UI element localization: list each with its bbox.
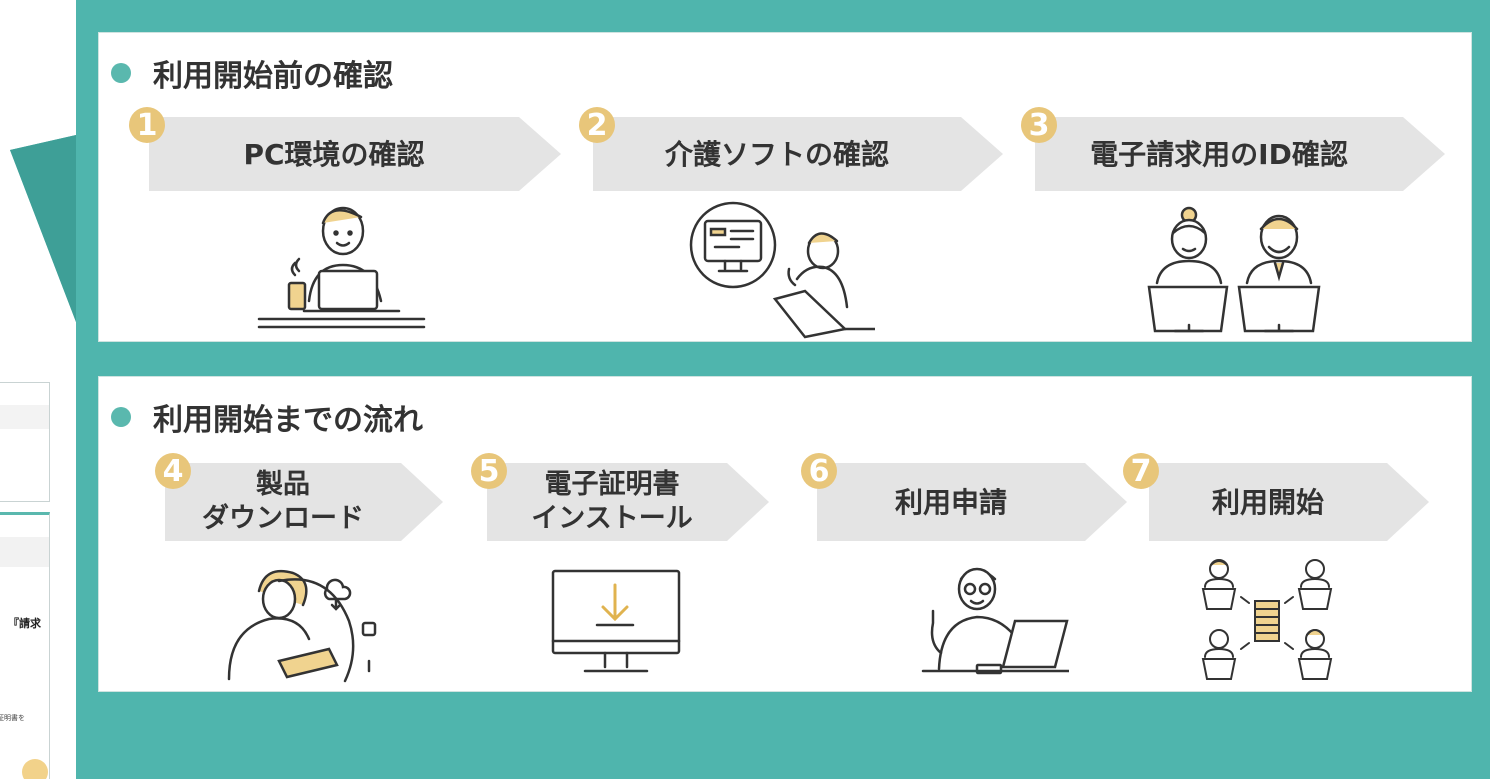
step-number-badge: 6 [801,453,837,489]
step-7: 利用開始 [1149,463,1429,541]
two-people-at-computers-icon [1147,206,1321,333]
background-text-fragment: 検証明書を [0,714,25,722]
background-card-bottom: 『請求 検証明書を [0,512,50,779]
step-number-badge: 2 [579,107,615,143]
step-number-badge: 1 [129,107,165,143]
person-laptop-monitor-icon [689,201,875,339]
step-label-line: インストール [531,503,693,534]
step-2: 介護ソフトの確認 [593,117,1003,191]
step-5: 電子証明書 インストール [487,463,769,541]
step-label: PC環境の確認 [243,137,425,171]
step-label-line: 電子証明書 [544,469,680,501]
bullet-dot-icon [111,407,131,427]
background-card-top [0,382,50,502]
step-1: PC環境の確認 [149,117,561,191]
background-card-bar [0,405,49,429]
step-label-line: 製品 [256,469,310,501]
step-label: 介護ソフトの確認 [664,137,889,171]
step-label: 製品 ダウンロード [165,463,401,541]
step-number-badge: 3 [1021,107,1057,143]
network-people-server-icon [1201,559,1333,680]
chevron-arrow-shape [149,117,561,191]
bullet-dot-icon [111,63,131,83]
step-label-line: ダウンロード [202,503,364,534]
background-card-bar [0,537,49,567]
person-laptop-coffee-icon [257,206,426,329]
section-title-text: 利用開始までの流れ [153,403,423,438]
chevron-arrow-shape [1035,117,1445,191]
section-title-text: 利用開始前の確認 [153,59,393,94]
section-title: 利用開始までの流れ [111,395,423,439]
chevron-arrow-shape [817,463,1127,541]
step-label: 利用開始 [1211,485,1324,519]
section-title: 利用開始前の確認 [111,51,393,95]
person-pointing-laptop-icon [921,567,1069,675]
step-number-badge: 5 [471,453,507,489]
step-6: 利用申請 [817,463,1127,541]
chevron-arrow-shape [1149,463,1429,541]
monitor-download-arrow-icon [551,569,681,673]
chevron-arrow-shape [593,117,1003,191]
section-panel-flow: 利用開始までの流れ 製品 ダウンロード 4 [98,376,1472,692]
step-label: 電子請求用のID確認 [1090,137,1348,171]
person-tablet-cloud-download-icon [227,569,377,683]
chevron-arrow-shape [487,463,769,541]
step-3: 電子請求用のID確認 [1035,117,1445,191]
step-number-badge: 4 [155,453,191,489]
step-label: 電子証明書 インストール [487,463,737,541]
step-number-badge: 7 [1123,453,1159,489]
chevron-arrow-shape [165,463,443,541]
step-4: 製品 ダウンロード [165,463,443,541]
section-panel-pre-check: 利用開始前の確認 PC環境の確認 1 [98,32,1472,342]
background-text-fragment: 『請求 [8,617,41,630]
background-button [22,759,48,779]
step-label: 利用申請 [894,485,1007,519]
